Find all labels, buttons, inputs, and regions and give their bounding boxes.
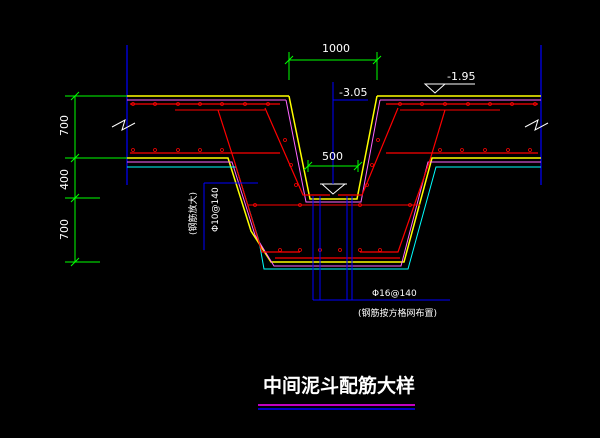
rebar-bottom-spec: Φ16@140 bbox=[372, 289, 417, 299]
break-mark-right bbox=[524, 118, 549, 132]
rebar-left-note: (钢筋放大) bbox=[187, 192, 199, 235]
inner-line-magenta bbox=[127, 161, 541, 267]
dim-left-mid-label: 400 bbox=[58, 169, 71, 190]
dim-bottom-width-label: 500 bbox=[322, 150, 343, 163]
dim-left-lower-label: 700 bbox=[58, 219, 71, 240]
trough-inner-magenta bbox=[285, 99, 381, 203]
rebar-bottom-note: (钢筋按方格网布置) bbox=[358, 307, 437, 319]
elevation-top-label: -1.95 bbox=[447, 70, 475, 83]
drawing-title: 中间泥斗配筋大样 bbox=[263, 374, 415, 397]
dim-left-upper-label: 700 bbox=[58, 115, 71, 136]
leader-left-rebar bbox=[203, 182, 258, 250]
rebar-trough-right bbox=[338, 107, 399, 196]
elevation-triangle-top bbox=[423, 83, 447, 94]
rebar-sump-right bbox=[360, 109, 446, 253]
dim-bottom-width bbox=[303, 160, 363, 172]
dim-top-width bbox=[284, 52, 382, 80]
elevation-bottom-label: -3.05 bbox=[339, 86, 367, 99]
dim-top-width-label: 1000 bbox=[322, 42, 350, 55]
rebar-sump-left bbox=[217, 109, 300, 253]
rebar-left-spec: Φ10@140 bbox=[211, 187, 221, 232]
rebar-trough-left bbox=[264, 107, 330, 196]
break-mark-left bbox=[111, 118, 136, 132]
concrete-outline-trough bbox=[288, 95, 378, 200]
drain-triangle-sump bbox=[320, 183, 347, 195]
leader-bottom-rebar bbox=[312, 196, 450, 301]
dim-left-chain bbox=[65, 91, 127, 267]
rebar-dots bbox=[131, 102, 537, 252]
